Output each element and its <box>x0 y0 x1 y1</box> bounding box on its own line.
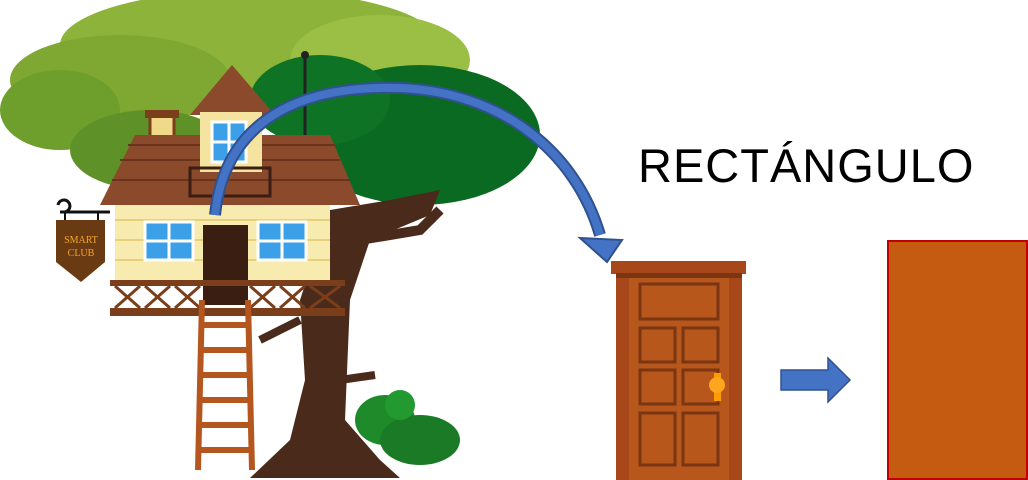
door-knob <box>709 377 725 393</box>
sign-text-line1: SMART <box>64 235 98 246</box>
sign-text-line2: CLUB <box>68 248 95 259</box>
ladder <box>195 299 255 471</box>
tree-trunk <box>250 190 440 478</box>
right-arrow <box>780 356 852 404</box>
treehouse-illustration: SMART CLUB <box>0 0 540 478</box>
title-rectangulo: RECTÁNGULO <box>638 139 975 192</box>
rectangle-shape <box>887 240 1028 480</box>
curved-arrow <box>209 81 624 264</box>
smart-club-sign: SMART CLUB <box>56 198 110 282</box>
bush <box>355 390 460 465</box>
house-door <box>203 225 248 305</box>
door-illustration <box>611 261 746 480</box>
